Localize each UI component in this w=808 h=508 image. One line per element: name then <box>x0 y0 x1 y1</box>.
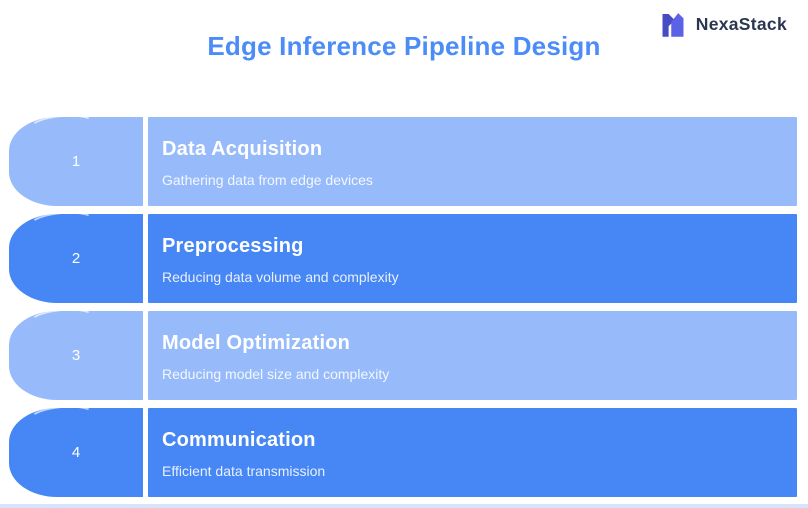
step-row-3: 3 Model Optimization Reducing model size… <box>9 311 797 400</box>
nexastack-logo-icon <box>662 13 684 37</box>
step-card: Data Acquisition Gathering data from edg… <box>148 117 797 206</box>
brand-name: NexaStack <box>695 14 787 34</box>
step-title: Model Optimization <box>162 331 351 354</box>
step-number-badge: 4 <box>9 408 143 497</box>
step-description: Efficient data transmission <box>162 462 326 479</box>
step-description: Reducing model size and complexity <box>162 365 390 382</box>
step-number-badge: 3 <box>9 311 143 400</box>
step-row-4: 4 Communication Efficient data transmiss… <box>9 408 797 497</box>
step-description: Reducing data volume and complexity <box>162 268 399 285</box>
step-card: Communication Efficient data transmissio… <box>148 408 797 497</box>
step-row-1: 1 Data Acquisition Gathering data from e… <box>9 117 797 206</box>
brand-logo: NexaStack <box>659 8 787 41</box>
step-description: Gathering data from edge devices <box>162 171 373 188</box>
step-number-badge: 1 <box>9 117 143 206</box>
step-number: 1 <box>71 153 81 170</box>
step-number-badge: 2 <box>9 214 143 303</box>
step-card: Model Optimization Reducing model size a… <box>148 311 797 400</box>
page-title: Edge Inference Pipeline Design <box>207 31 601 61</box>
pipeline-steps: 1 Data Acquisition Gathering data from e… <box>9 117 797 497</box>
step-number: 4 <box>71 444 81 461</box>
bottom-strip <box>0 504 808 508</box>
step-title: Preprocessing <box>162 234 304 257</box>
step-number: 2 <box>71 250 81 267</box>
step-row-2: 2 Preprocessing Reducing data volume and… <box>9 214 797 303</box>
step-number: 3 <box>71 347 81 364</box>
step-title: Data Acquisition <box>162 137 323 160</box>
step-title: Communication <box>162 428 316 451</box>
step-card: Preprocessing Reducing data volume and c… <box>148 214 797 303</box>
